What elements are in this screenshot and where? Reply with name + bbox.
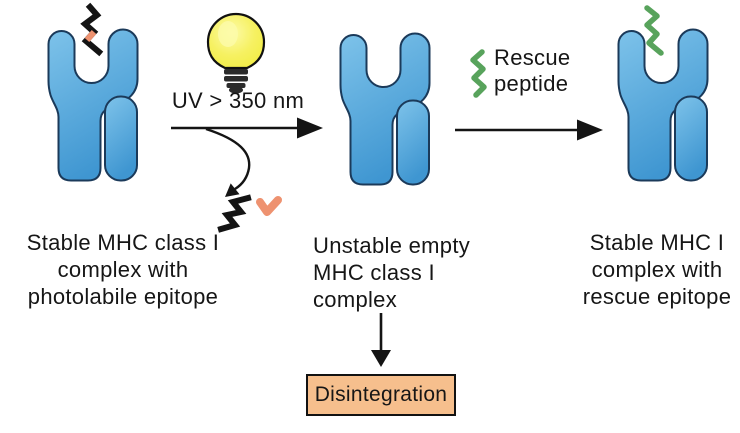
caption-stable-rescue-complex: Stable MHC I complex with rescue epitope (572, 229, 740, 310)
rescue-peptide-icon (470, 49, 487, 98)
disintegration-label: Disintegration (314, 383, 448, 406)
caption-line: photolabile epitope (27, 284, 219, 309)
photolabile-peptide-icon (80, 2, 104, 57)
caption-line: Unstable empty (313, 233, 471, 258)
peptide-release-arrow (205, 127, 251, 197)
rescue-reaction-arrow (455, 119, 603, 141)
rescue-peptide-label-line: Rescue (494, 45, 571, 70)
rescue-peptide-label-line: peptide (494, 71, 569, 96)
caption-line: MHC class I (313, 260, 435, 285)
caption-line: rescue epitope (582, 284, 732, 309)
light-bulb-icon (206, 12, 266, 94)
disintegration-box: Disintegration (306, 374, 456, 416)
rescue-epitope-in-groove-icon (644, 5, 664, 56)
disintegration-arrow (371, 313, 391, 367)
caption-unstable-empty-complex: Unstable empty MHC class I complex (313, 232, 483, 313)
caption-line: complex with (591, 257, 723, 282)
caption-line: Stable MHC class I (26, 230, 220, 255)
released-peptide-fragment-icon (217, 194, 252, 233)
caption-line: complex (313, 287, 398, 312)
caption-line: complex with (57, 257, 189, 282)
uv-reaction-arrow (171, 117, 323, 139)
released-photolabile-residue-icon (256, 196, 282, 216)
uv-wavelength-label: UV > 350 nm (171, 88, 305, 113)
rescue-peptide-label: Rescue peptide (494, 45, 570, 97)
mhc-molecule-stable-photolabile (47, 28, 139, 182)
caption-stable-photolabile-complex: Stable MHC class I complex with photolab… (4, 229, 242, 310)
caption-line: Stable MHC I (589, 230, 725, 255)
mhc-molecule-unstable-empty (339, 32, 431, 186)
